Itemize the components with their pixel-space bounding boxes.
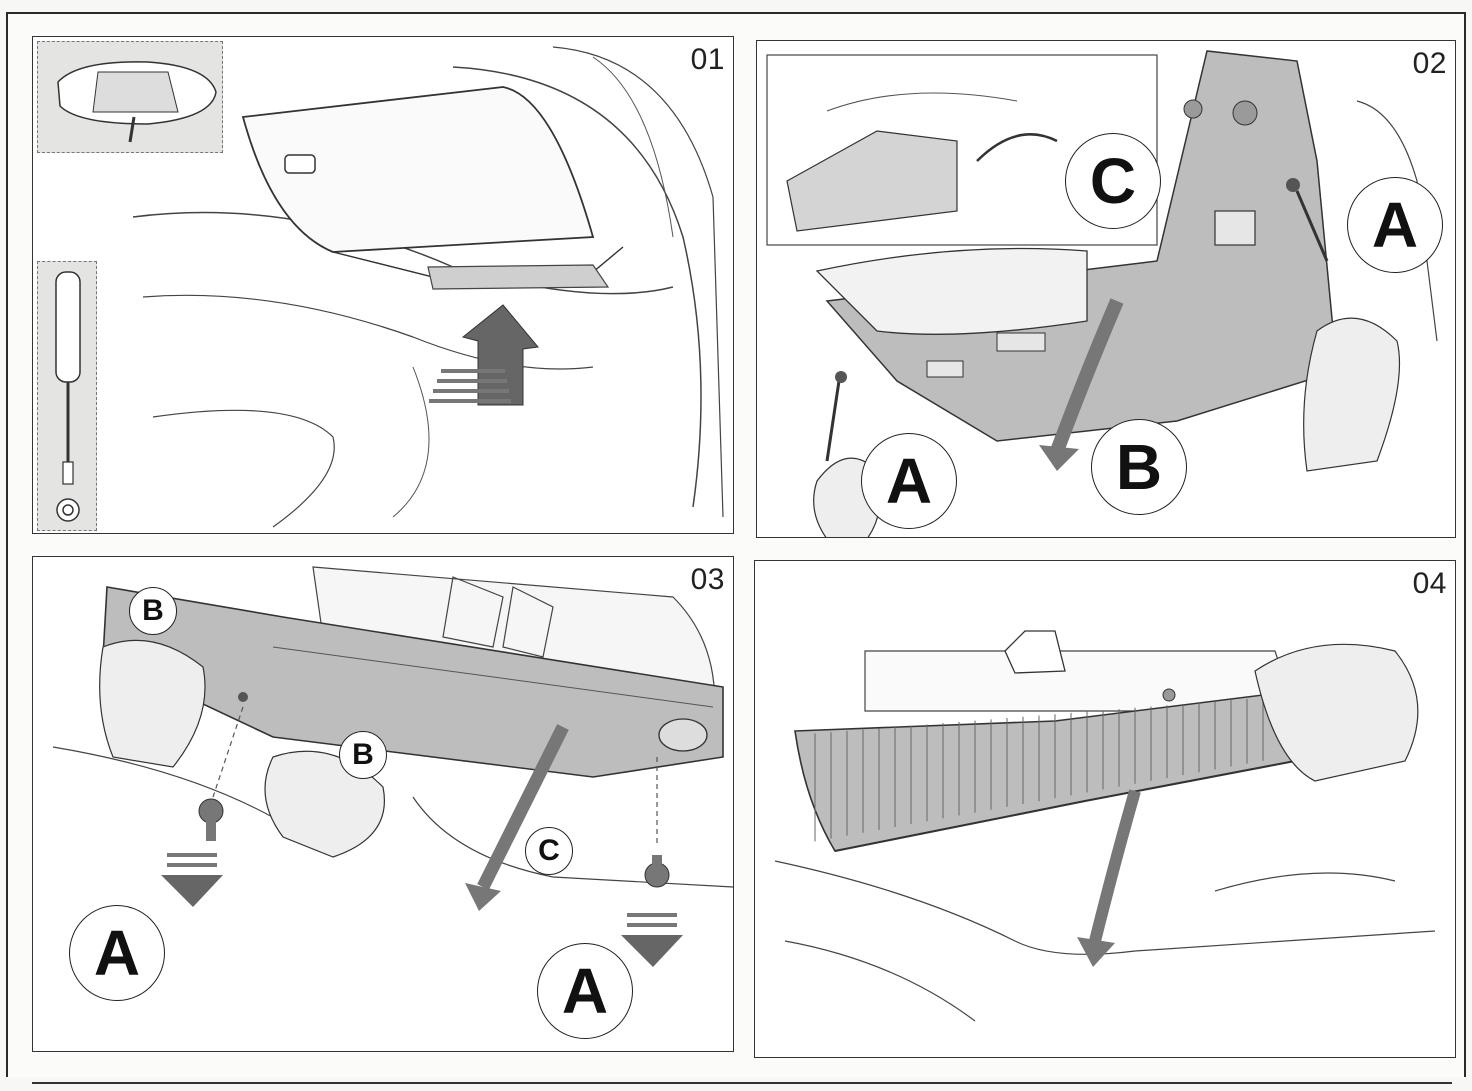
step-number: 02 (1413, 47, 1447, 81)
callout-b-left: B (129, 587, 177, 635)
step-number: 03 (691, 563, 725, 597)
screwdriver-icon (38, 262, 98, 532)
callout-c: C (1065, 133, 1161, 229)
callout-a-right: A (537, 943, 633, 1039)
step-number: 04 (1413, 567, 1447, 601)
panel-03: B B C A A 03 (32, 556, 734, 1052)
car-topview-inset (37, 41, 223, 153)
panel-01: 01 (32, 36, 734, 534)
tool-inset (37, 261, 97, 531)
next-panel-edge (32, 1082, 1452, 1091)
hand-icon (100, 640, 205, 767)
torx-bit-icon (57, 499, 79, 521)
callout-c: C (525, 827, 573, 875)
pull-arrow-icon (1095, 791, 1135, 941)
panel-02: C A A B 02 (756, 40, 1456, 538)
callout-b-center: B (339, 731, 387, 779)
push-arrow-icon (429, 305, 538, 405)
instruction-sheet: 01 (6, 12, 1466, 1077)
step-number: 01 (691, 43, 725, 77)
callout-a-left: A (69, 905, 165, 1001)
callout-a-left: A (861, 433, 957, 529)
panel-04-illustration (755, 561, 1456, 1058)
callout-b: B (1091, 419, 1187, 515)
car-topview-icon (38, 42, 224, 154)
callout-a-right: A (1347, 177, 1443, 273)
panel-04: 04 (754, 560, 1456, 1058)
